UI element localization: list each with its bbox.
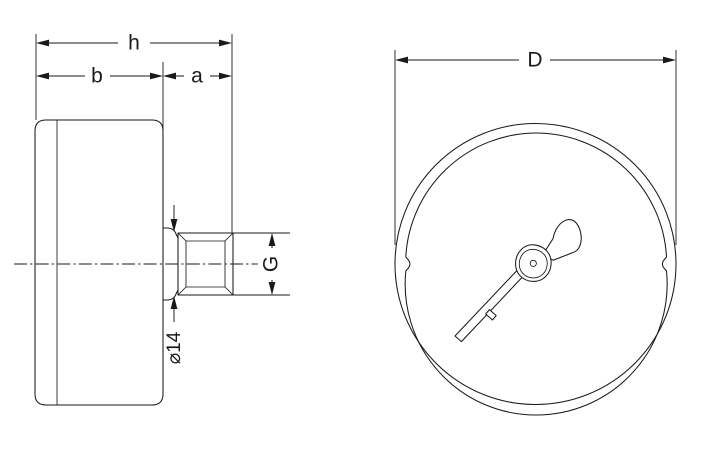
arrowhead-h-left	[36, 39, 49, 47]
dimension-diameter-14: ⌀14	[164, 205, 185, 364]
arrowhead-d-right	[663, 56, 676, 64]
thread-boss-chamfer-bottom-left	[177, 286, 187, 296]
arrowhead-d14-bottom	[170, 296, 178, 309]
dimension-label-G: G	[260, 256, 283, 272]
arrowhead-b-left	[36, 72, 49, 80]
dimension-label-D: D	[527, 49, 542, 72]
pointer-needle-lug	[485, 309, 497, 321]
arrowhead-h-right	[219, 39, 232, 47]
dimension-h: h	[36, 32, 232, 55]
dimension-a: a	[163, 65, 232, 88]
arrowhead-g-top	[268, 233, 276, 246]
bezel-inner-ring	[404, 132, 668, 416]
thread-boss-chamfer-top-right	[224, 232, 234, 242]
arrowhead-d14-top	[170, 219, 178, 232]
thread-boss-chamfer-top-left	[177, 232, 187, 242]
arrowhead-a-left	[163, 72, 176, 80]
dimension-label-a: a	[191, 65, 203, 88]
dimension-label-diameter-14: ⌀14	[164, 331, 185, 364]
side-profile-view: h b a	[14, 32, 290, 406]
pointer-hub-center-hole	[529, 259, 537, 267]
bezel-outer-circle	[394, 122, 677, 406]
arrowhead-b-right	[150, 72, 163, 80]
gauge-case-outline	[34, 119, 164, 406]
pointer-hub-outer	[515, 244, 552, 282]
arrowhead-a-right	[219, 72, 232, 80]
dimension-label-b: b	[91, 65, 103, 88]
dimension-G: G	[260, 233, 283, 295]
dimension-b: b	[36, 65, 163, 88]
dimension-label-h: h	[128, 32, 140, 55]
dimension-D: D	[395, 49, 676, 72]
front-dial-view: D	[394, 49, 677, 416]
arrowhead-g-bottom	[268, 282, 276, 295]
thread-boss-chamfer-bottom-right	[224, 286, 234, 296]
thread-boss-inner-taper	[185, 240, 226, 288]
boss-shoulder-top	[162, 227, 179, 239]
pointer-needle-tail	[542, 219, 582, 261]
arrowhead-d-left	[395, 56, 408, 64]
boss-shoulder-bottom	[162, 289, 179, 301]
pointer-hub-inner-ring	[518, 248, 548, 279]
